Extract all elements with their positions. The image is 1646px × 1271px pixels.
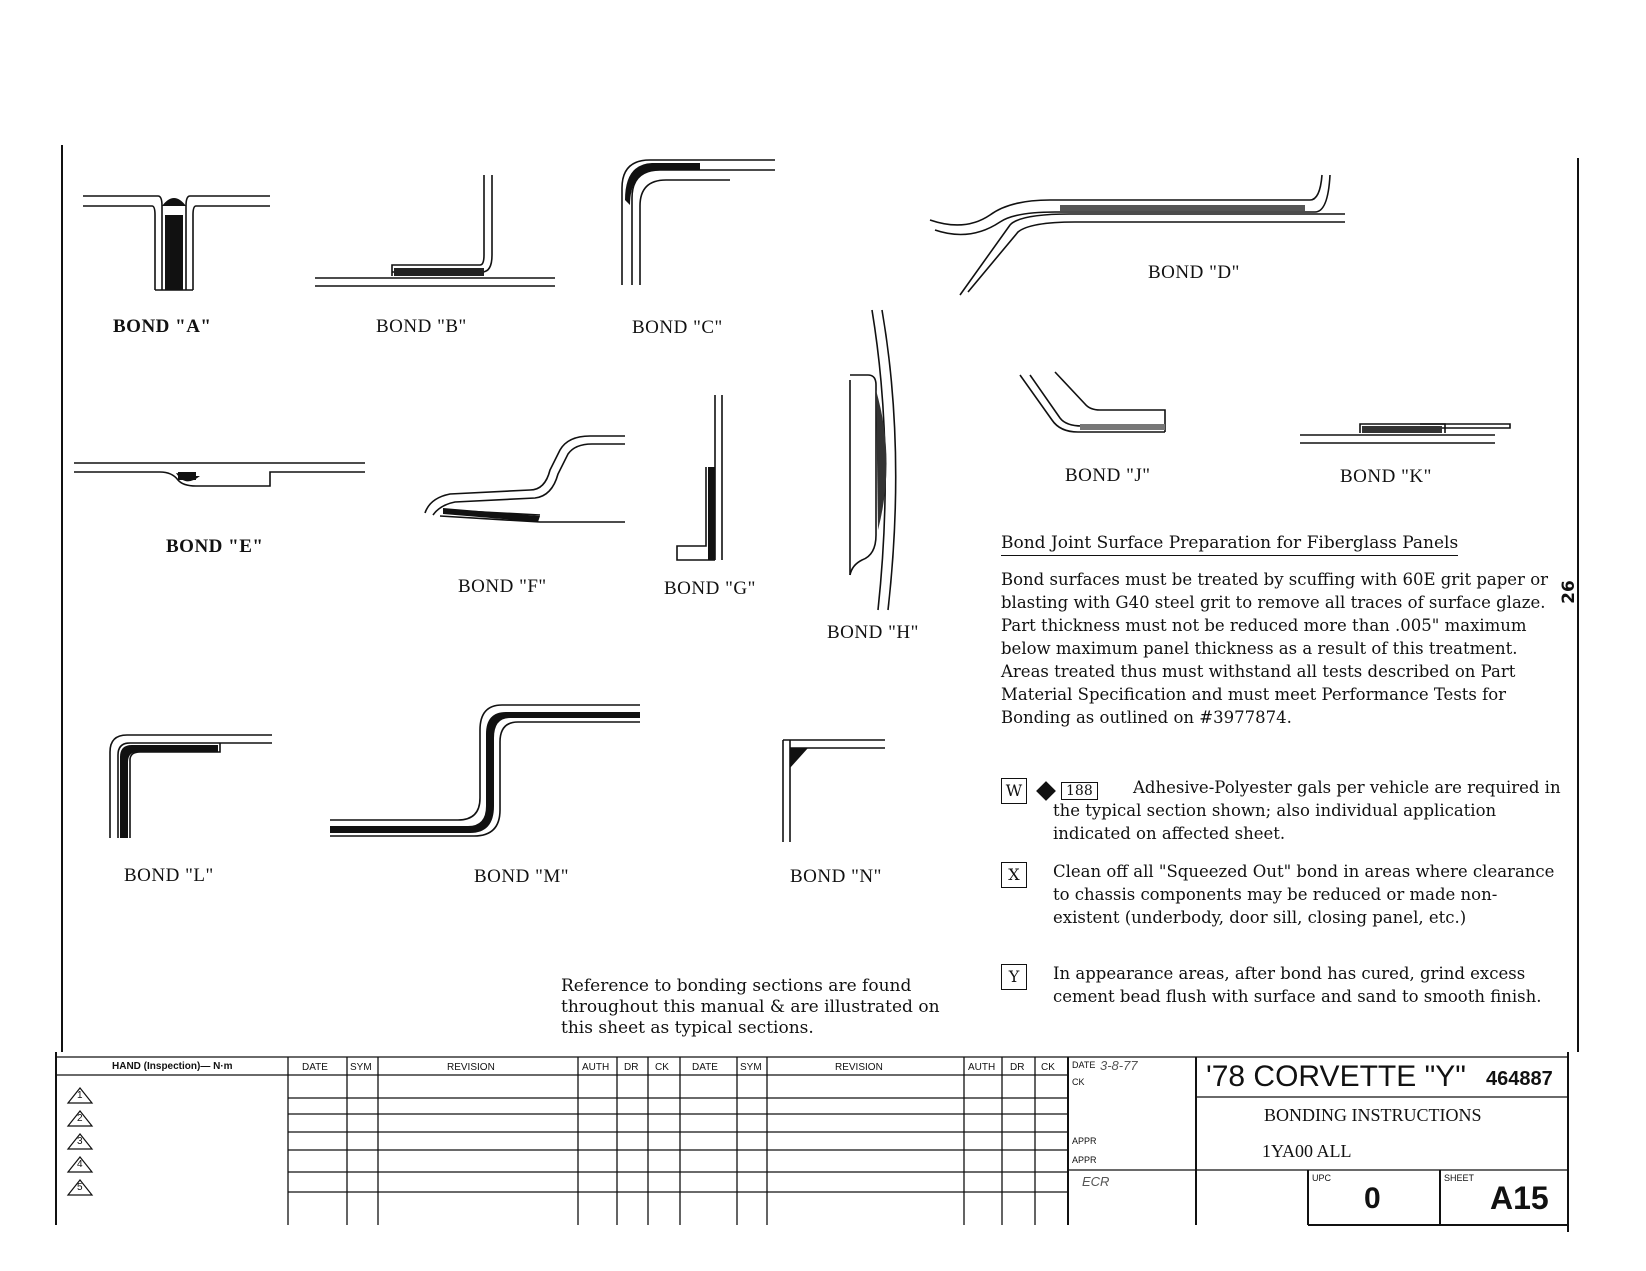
bond-h-label: BOND "H" (827, 622, 919, 643)
note-y-tag: Y (1001, 964, 1027, 990)
bond-c-section (621, 159, 775, 285)
model-title: '78 CORVETTE "Y" (1206, 1060, 1466, 1093)
revision-number-2: 2 (77, 1113, 83, 1124)
bond-e-section (74, 462, 365, 487)
bond-a-label: BOND "A" (113, 316, 212, 337)
note-x-tag: X (1001, 862, 1027, 888)
bond-a-section (83, 195, 270, 291)
bond-k-section (1300, 423, 1511, 444)
bond-j-label: BOND "J" (1065, 465, 1151, 486)
col-date-1: DATE (302, 1062, 328, 1073)
bond-m-label: BOND "M" (474, 866, 569, 887)
bond-k-label: BOND "K" (1340, 466, 1432, 487)
bond-h-section (849, 309, 897, 611)
col-auth-1: AUTH (582, 1062, 610, 1073)
sign-date-label: DATE (1072, 1060, 1096, 1070)
bond-c-label: BOND "C" (632, 317, 723, 338)
col-sym-1: SYM (350, 1062, 372, 1073)
bond-d-label: BOND "D" (1148, 262, 1240, 283)
bond-g-section (676, 395, 723, 561)
sign-appr-label-1: APPR (1072, 1136, 1097, 1146)
col-ck-2: CK (1041, 1062, 1055, 1073)
note-w-number: 188 (1061, 782, 1098, 800)
note-w: W 188 Adhesive-Polyester gals per vehicl… (1001, 776, 1561, 846)
notes-body: Bond surfaces must be treated by scuffin… (1001, 570, 1549, 727)
bond-e-label: BOND "E" (166, 536, 264, 557)
note-w-symbol: 188 (1036, 779, 1098, 803)
note-w-tag: W (1001, 778, 1027, 804)
col-sym-2: SYM (740, 1062, 762, 1073)
bond-m-section (330, 704, 640, 837)
note-x: X Clean off all "Squeezed Out" bond in a… (1001, 860, 1561, 955)
col-auth-2: AUTH (968, 1062, 996, 1073)
col-date-2: DATE (692, 1062, 718, 1073)
bond-f-section (424, 435, 625, 523)
upc-value: 0 (1364, 1182, 1381, 1215)
note-y: Y In appearance areas, after bond has cu… (1001, 962, 1561, 1034)
bond-d-section (929, 174, 1345, 296)
sign-ck-label: CK (1072, 1077, 1085, 1087)
applicability: 1YA00 ALL (1262, 1141, 1352, 1161)
revision-number-4: 4 (77, 1159, 83, 1170)
col-revision-1: REVISION (447, 1062, 495, 1073)
col-dr-2: DR (1010, 1062, 1025, 1073)
bond-b-section (315, 175, 555, 287)
sign-appr-label-2: APPR (1072, 1155, 1097, 1165)
bond-n-label: BOND "N" (790, 866, 882, 887)
sign-date-value: 3-8-77 (1100, 1058, 1138, 1073)
ecr-text: ECR (1082, 1174, 1110, 1189)
bond-l-label: BOND "L" (124, 865, 214, 886)
col-dr-1: DR (624, 1062, 639, 1073)
revision-number-3: 3 (77, 1136, 83, 1147)
upc-label: UPC (1312, 1173, 1332, 1183)
reference-note: Reference to bonding sections are found … (561, 976, 940, 1038)
bond-g-label: BOND "G" (664, 578, 756, 599)
bond-j-section (1019, 371, 1166, 433)
note-x-text: Clean off all "Squeezed Out" bond in are… (1053, 862, 1555, 927)
sheet-label: SHEET (1444, 1173, 1475, 1183)
col-ck-1: CK (655, 1062, 669, 1073)
page-number: 26 (1558, 580, 1579, 604)
drawing-number: 464887 (1486, 1068, 1553, 1090)
note-w-text: Adhesive-Polyester gals per vehicle are … (1053, 778, 1561, 843)
title-block-grid (56, 1056, 1568, 1226)
bond-f-label: BOND "F" (458, 576, 547, 597)
notes-title: Bond Joint Surface Preparation for Fiber… (1001, 533, 1459, 556)
bond-n-section (782, 739, 885, 842)
col-revision-2: REVISION (835, 1062, 883, 1073)
revision-number-1: 1 (77, 1090, 83, 1101)
revision-number-5: 5 (77, 1182, 83, 1193)
description: BONDING INSTRUCTIONS (1264, 1105, 1482, 1125)
bond-b-label: BOND "B" (376, 316, 467, 337)
revision-triangles (66, 1087, 94, 1196)
bond-l-section (109, 734, 272, 838)
sheet-value: A15 (1490, 1180, 1549, 1216)
inspection-header: HAND (Inspection)— N·m (112, 1061, 233, 1072)
note-y-text: In appearance areas, after bond has cure… (1053, 964, 1542, 1006)
